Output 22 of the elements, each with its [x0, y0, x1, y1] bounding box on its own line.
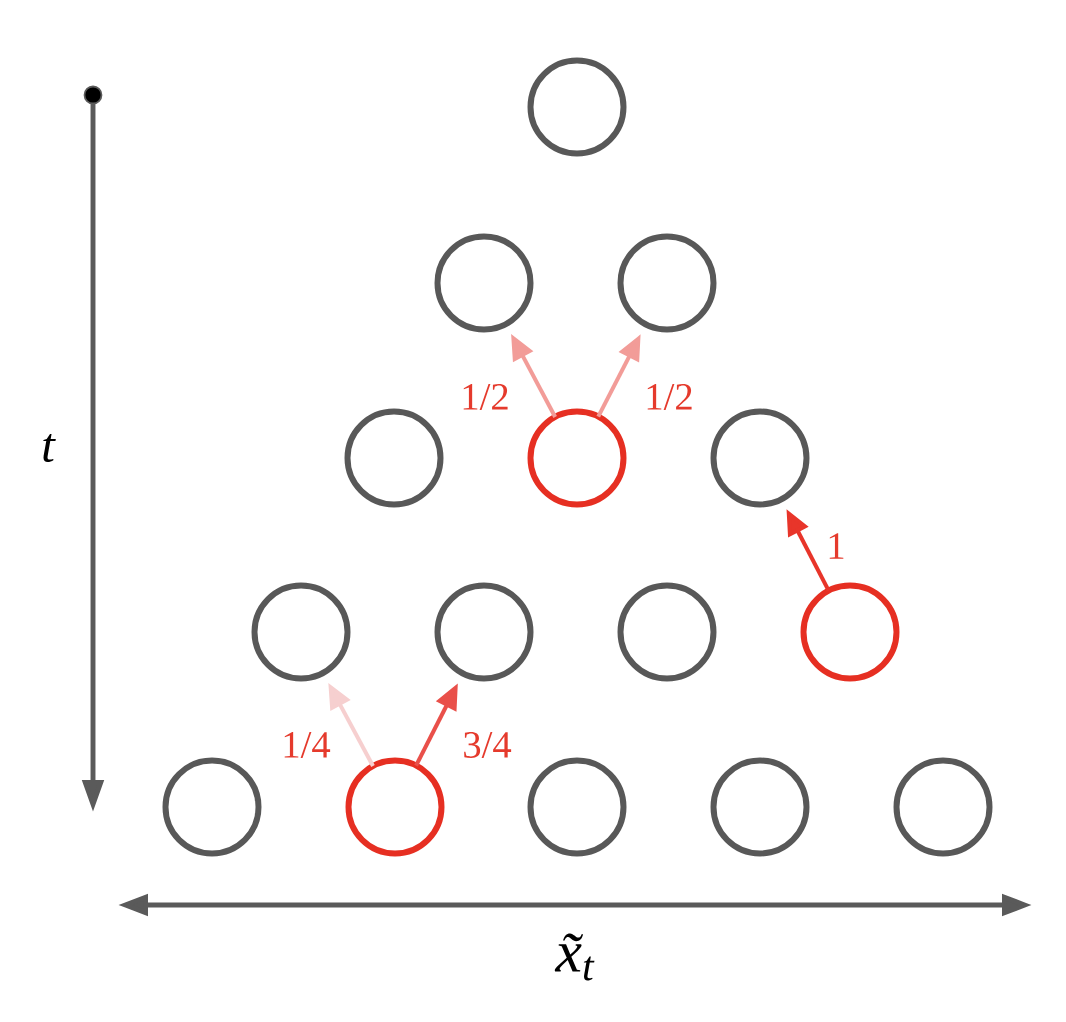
circle [617, 582, 717, 682]
circle [893, 757, 993, 857]
circle [162, 757, 262, 857]
circle [527, 408, 627, 508]
edge-label: 1 [829, 533, 844, 559]
circle [617, 233, 717, 333]
circle [434, 233, 534, 333]
circle [434, 582, 534, 682]
edge-label: 1/2 [463, 384, 508, 410]
axis-label: t [43, 433, 56, 463]
circle [710, 408, 810, 508]
circle [251, 582, 351, 682]
circle [527, 57, 627, 157]
edge-label: 3/4 [464, 732, 512, 758]
axis-label: x̃$_{t}$ [554, 933, 595, 981]
circle [527, 757, 627, 857]
edge-label: 1/4 [284, 732, 331, 758]
circle [800, 582, 900, 682]
circle [344, 408, 444, 508]
circle [345, 757, 445, 857]
circle [710, 757, 810, 857]
edge-label: 1/2 [647, 384, 692, 410]
